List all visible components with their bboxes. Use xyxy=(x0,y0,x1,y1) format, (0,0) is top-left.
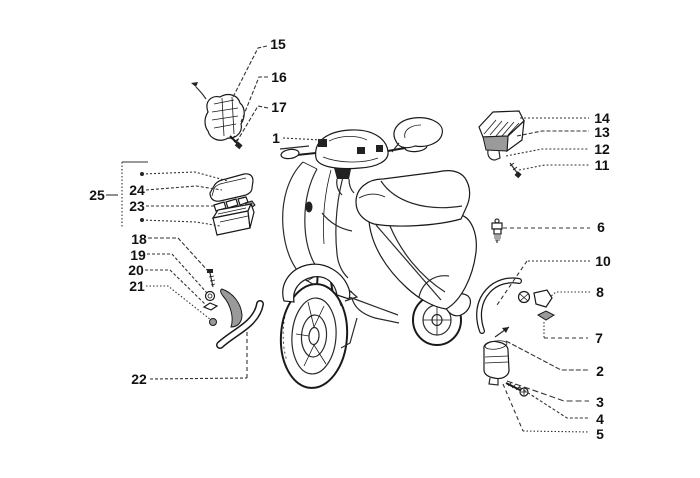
callout-23: 23 xyxy=(129,198,145,214)
callout-19: 19 xyxy=(130,247,146,263)
callout-7: 7 xyxy=(595,330,603,346)
front-mudguard xyxy=(282,263,359,307)
spark-plug xyxy=(491,218,503,243)
handlebar-cover xyxy=(315,129,389,170)
callout-20: 20 xyxy=(128,262,144,278)
callout-14: 14 xyxy=(594,110,610,126)
callout-21: 21 xyxy=(129,278,145,294)
scooter-illustration xyxy=(279,117,477,389)
ignition-coil-assembly xyxy=(476,277,556,397)
callout-5: 5 xyxy=(596,426,604,442)
callout-22: 22 xyxy=(131,371,147,387)
right-grip-mirror xyxy=(387,117,443,153)
spark-plug-cap-part xyxy=(533,289,553,308)
callout-12: 12 xyxy=(594,141,610,157)
seat xyxy=(355,170,471,227)
bracket xyxy=(220,288,243,328)
callout-6: 6 xyxy=(597,219,605,235)
callout-25: 25 xyxy=(89,187,105,203)
shield-emblem xyxy=(305,201,313,213)
fuse-box-assembly xyxy=(209,173,256,236)
callout-17: 17 xyxy=(271,99,287,115)
callout-1: 1 xyxy=(272,130,280,146)
callout-24: 24 xyxy=(129,182,145,198)
hose-part xyxy=(216,300,264,349)
fastener-set xyxy=(202,269,243,328)
front-wheel xyxy=(279,283,349,389)
left-grip xyxy=(279,145,317,160)
leader-lines xyxy=(106,45,590,433)
callout-18: 18 xyxy=(131,231,147,247)
callout-8: 8 xyxy=(596,284,604,300)
callout-2: 2 xyxy=(596,363,604,379)
callout-4: 4 xyxy=(596,411,604,427)
nut-part xyxy=(536,310,556,321)
callout-11: 11 xyxy=(594,157,610,173)
callout-15: 15 xyxy=(270,36,286,52)
callout-13: 13 xyxy=(594,124,610,140)
coil-body xyxy=(483,340,510,380)
voltage-regulator xyxy=(478,110,525,179)
callout-10: 10 xyxy=(595,253,611,269)
rear-body xyxy=(368,214,477,310)
callout-16: 16 xyxy=(271,69,287,85)
horn-assembly xyxy=(191,82,245,150)
kickstand xyxy=(340,317,358,349)
callout-3: 3 xyxy=(596,394,604,410)
